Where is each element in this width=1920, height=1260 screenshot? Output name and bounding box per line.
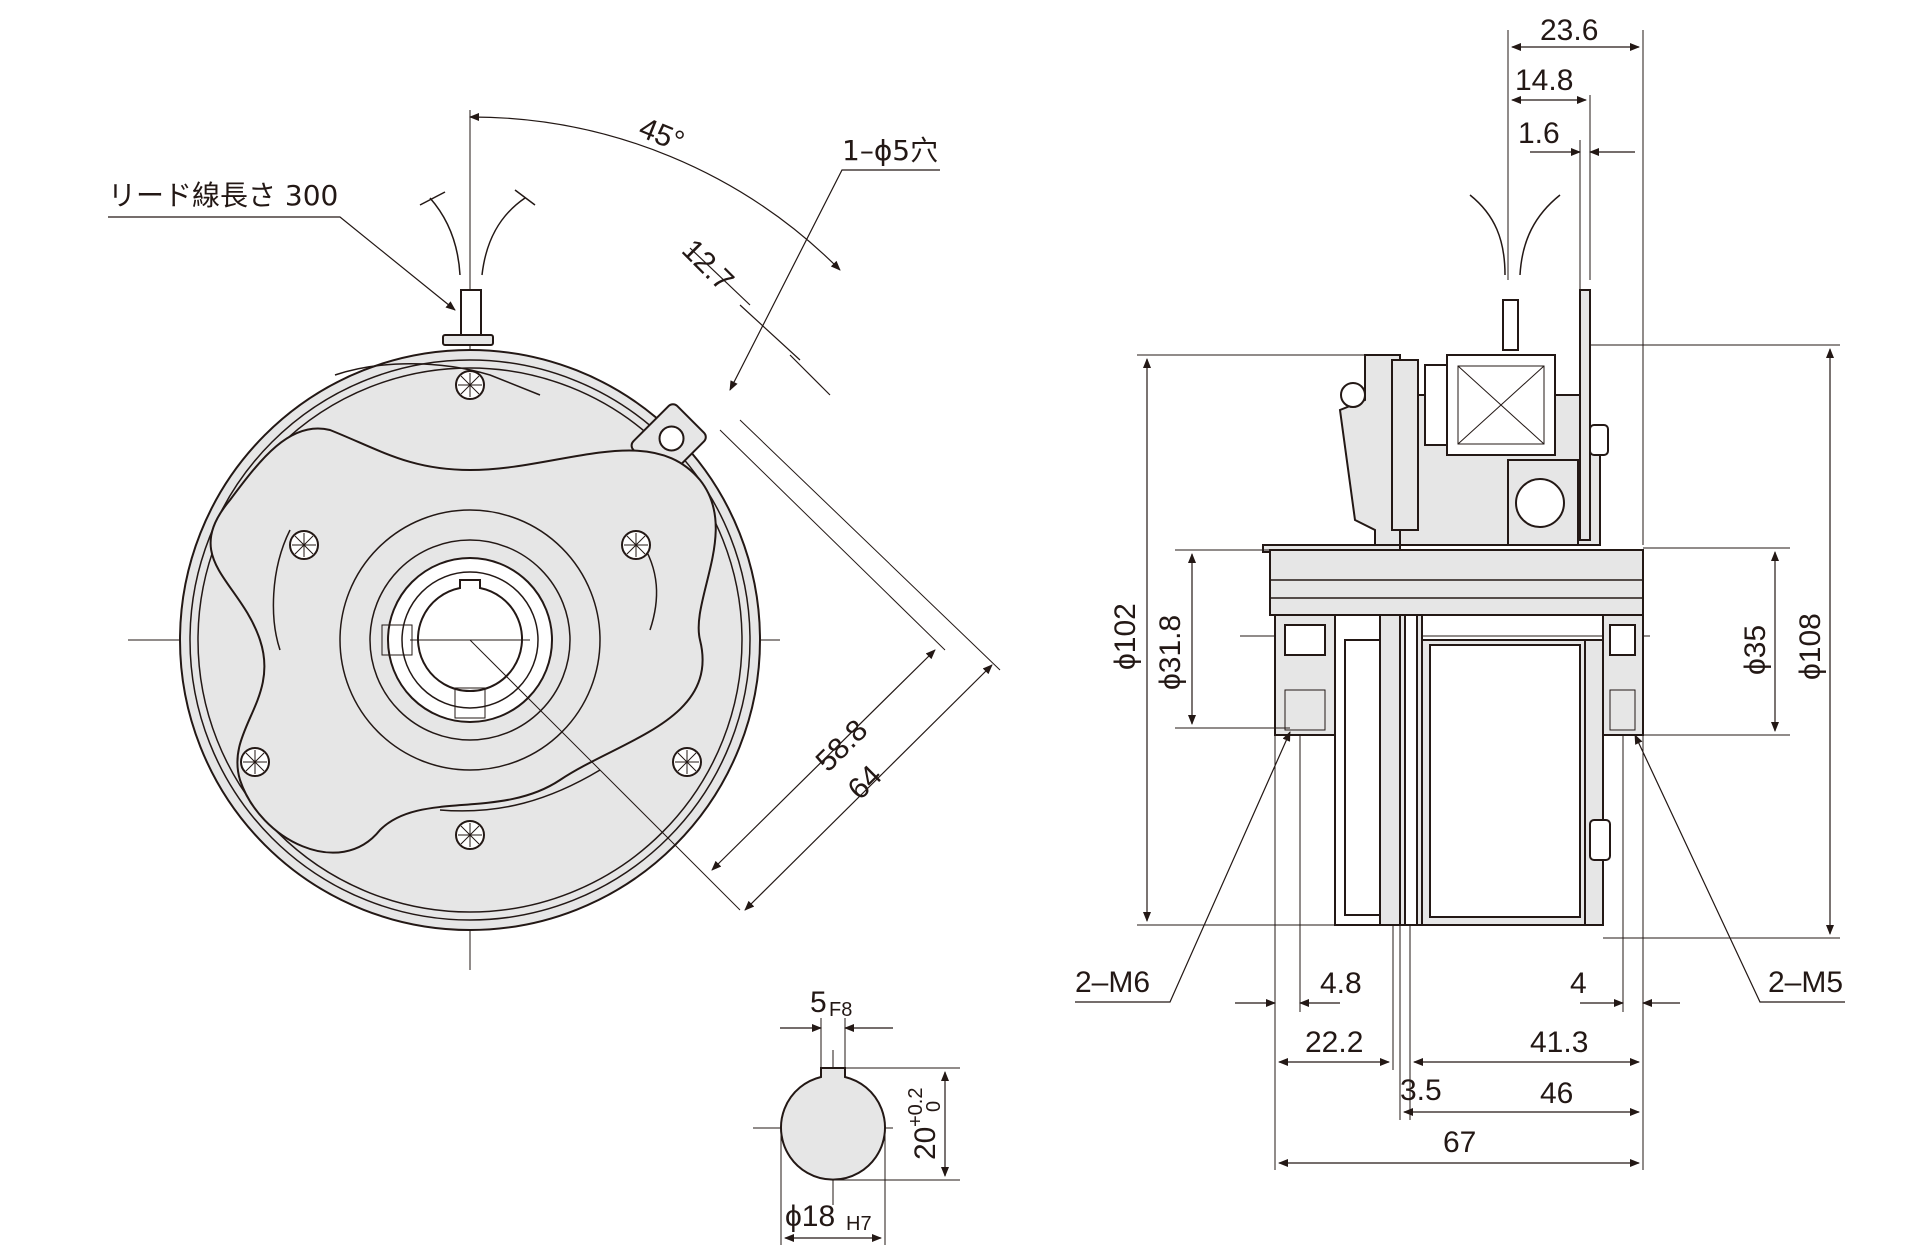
hub-ring-1 bbox=[339, 509, 601, 771]
angle-arc bbox=[469, 112, 841, 271]
dim-14-8-label: 14.8 bbox=[1515, 64, 1573, 97]
dim-4-8-label: 4.8 bbox=[1320, 967, 1362, 1000]
mounting-hole bbox=[658, 425, 685, 452]
lead-wire-leader bbox=[108, 216, 456, 311]
dim-3-5-label: 3.5 bbox=[1400, 1074, 1442, 1107]
dim-41-3-label: 41.3 bbox=[1530, 1026, 1588, 1059]
coil-screw bbox=[1515, 478, 1565, 528]
set-screw-left bbox=[381, 624, 413, 656]
housing-rim-inner bbox=[197, 367, 743, 913]
angle-label: 45° bbox=[634, 111, 688, 159]
key-width-tol: F8 bbox=[829, 999, 852, 1021]
tap-right-leader bbox=[1634, 734, 1845, 1003]
dim-tab-offset-label: 12.7 bbox=[675, 233, 740, 298]
tap-left-label: 2–M6 bbox=[1075, 966, 1150, 999]
slot-4 bbox=[439, 769, 601, 812]
key-depth-tol-upper: +0.2 bbox=[905, 1088, 927, 1127]
slot-1 bbox=[334, 363, 541, 396]
dim-22-2-label: 22.2 bbox=[1305, 1026, 1363, 1059]
dia-102-label: ϕ102 bbox=[1109, 603, 1142, 670]
set-screw-bottom bbox=[454, 687, 486, 719]
dia-31-8-label: ϕ31.8 bbox=[1154, 615, 1187, 690]
dim-23-6-label: 23.6 bbox=[1540, 14, 1598, 47]
key-depth-tol-lower: 0 bbox=[923, 1101, 945, 1112]
key-width-label: 5 bbox=[810, 986, 827, 1019]
dim-radius-outer-label: 64 bbox=[842, 759, 889, 806]
hub-ring-4 bbox=[401, 571, 539, 709]
slot-2 bbox=[272, 529, 291, 651]
lead-wire-label: リード線長さ 300 bbox=[108, 179, 338, 212]
lead-wire bbox=[419, 189, 536, 346]
tap-left-leader bbox=[1075, 731, 1291, 1003]
dim-12-7-line bbox=[739, 304, 801, 361]
keyway-bore bbox=[780, 1067, 886, 1181]
front-view: リード線長さ 300 1–ϕ5穴 45° 12.7 58.8 64 bbox=[108, 110, 1001, 970]
dim-4-label: 4 bbox=[1570, 967, 1587, 1000]
screw-group bbox=[240, 370, 702, 850]
shaft-bore bbox=[417, 579, 523, 693]
dia-108-label: ϕ108 bbox=[1794, 613, 1827, 680]
hole-label: 1–ϕ5穴 bbox=[842, 134, 938, 167]
tap-right-label: 2–M5 bbox=[1768, 966, 1843, 999]
hub-ring-2 bbox=[369, 539, 571, 741]
dia-35-label: ϕ35 bbox=[1739, 625, 1772, 675]
field-body bbox=[1269, 549, 1644, 616]
keyway-detail: 5 F8 20 +0.2 0 ϕ18 H7 bbox=[753, 986, 960, 1245]
bore-label: ϕ18 bbox=[785, 1200, 835, 1233]
side-view: 23.6 14.8 1.6 ϕ102 ϕ31.8 ϕ35 ϕ108 2–M6 2… bbox=[1075, 14, 1845, 1170]
dim-67-label: 67 bbox=[1443, 1126, 1476, 1159]
key-depth-label: 20 bbox=[909, 1127, 942, 1160]
housing-rim bbox=[189, 359, 751, 921]
right-bracket bbox=[1579, 289, 1591, 541]
bore-tol: H7 bbox=[846, 1213, 872, 1235]
hole-leader bbox=[729, 169, 940, 391]
dim-1-6-label: 1.6 bbox=[1518, 117, 1560, 150]
dim-64-line bbox=[744, 664, 993, 911]
dim-46-label: 46 bbox=[1540, 1077, 1573, 1110]
